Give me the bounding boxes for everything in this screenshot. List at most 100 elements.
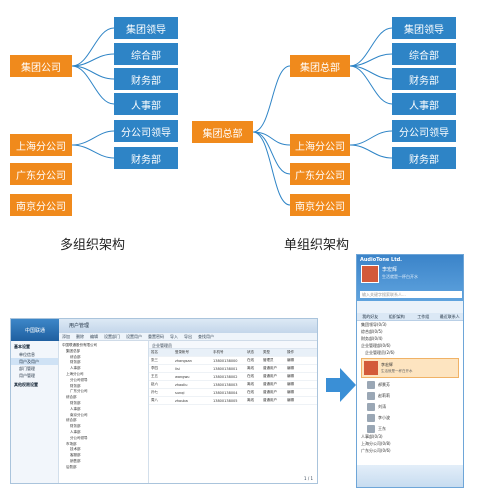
table-cell: 普通用户 <box>263 398 277 402</box>
tree-node[interactable]: 综合部 <box>66 395 77 400</box>
tree-node[interactable]: 广东分公司 <box>70 389 88 394</box>
im-selected-contact[interactable]: 李宏辉 生活就是一杯白开水 <box>361 358 459 378</box>
tree-node[interactable]: 客服部 <box>70 453 81 458</box>
im-client-window: AudioTone Ltd. 李宏辉 生活就是一杯白开水 输入关键字搜索联系人.… <box>356 254 464 488</box>
toolbar-set-user[interactable]: 设置用户 <box>126 333 142 339</box>
toolbar-add[interactable]: 添加 <box>62 333 70 339</box>
im-person[interactable]: 刘涛 <box>357 401 463 412</box>
tree-node[interactable]: 人事部 <box>70 366 81 371</box>
node-right-sh-child-1: 分公司领导 <box>392 120 456 142</box>
toolbar-reset-pwd[interactable]: 重置密码 <box>148 333 164 339</box>
node-left-child-1: 集团领导 <box>114 17 178 39</box>
im-person[interactable]: 郝景芳 <box>357 379 463 390</box>
table-cell[interactable]: 编辑 <box>287 366 294 370</box>
caption-right: 单组织架构 <box>284 238 350 253</box>
grid-header-cell[interactable]: 手机号 <box>213 350 224 354</box>
sidebar-item-dept[interactable]: 部门管理 <box>19 366 35 371</box>
tree-node[interactable]: 中国联通股份有限公司 <box>62 343 97 347</box>
im-signature[interactable]: 生活就是一杯白开水 <box>382 274 418 279</box>
tree-node[interactable]: 销售部 <box>70 458 81 463</box>
table-cell: 普通用户 <box>263 374 277 378</box>
tree-node[interactable]: 财务部 <box>70 383 81 388</box>
table-cell: 在线 <box>247 358 254 362</box>
grid-header-cell[interactable]: 登录帐号 <box>175 350 189 354</box>
im-group[interactable]: 企业管理员(2/6) <box>365 350 395 355</box>
tree-node[interactable]: 市场部 <box>66 441 77 446</box>
sidebar-item-user[interactable]: 用户管理 <box>19 373 35 378</box>
tab-workgroup[interactable]: 工作组 <box>417 314 430 319</box>
grid-header-cell[interactable]: 操作 <box>287 350 294 354</box>
im-search-input[interactable]: 输入关键字搜索联系人... <box>360 291 462 298</box>
table-cell: 周八 <box>151 398 158 402</box>
im-group[interactable]: 上海分公司(0/8) <box>361 441 391 446</box>
grid-header-cell[interactable]: 姓名 <box>151 350 158 354</box>
im-group[interactable]: 财务部(0/4) <box>361 336 383 341</box>
person-avatar <box>367 380 375 389</box>
grid-header-cell[interactable]: 状态 <box>247 350 254 354</box>
grid-pager[interactable]: 1 / 1 <box>304 476 313 481</box>
dept-tree: 中国联通股份有限公司集团总部综合部财务部人事部上海分公司分公司领导财务部广东分公… <box>59 341 149 483</box>
connector-lines <box>71 27 393 206</box>
im-group[interactable]: 广东分公司(0/6) <box>361 448 391 453</box>
contact-avatar <box>364 361 378 375</box>
table-cell[interactable]: 编辑 <box>287 382 294 386</box>
person-name: 刘涛 <box>378 403 386 409</box>
sidebar-item-users-dept[interactable]: 用户及用户 <box>11 358 58 365</box>
table-cell: 离线 <box>247 382 254 386</box>
tree-node[interactable]: 综合部 <box>66 418 77 423</box>
toolbar-set-dept[interactable]: 设置部门 <box>104 333 120 339</box>
tab-recent[interactable]: 最近联系人 <box>439 314 460 319</box>
tree-node[interactable]: 南京分公司 <box>70 412 88 417</box>
caption-left: 多组织架构 <box>60 238 126 253</box>
sidebar-item-unit[interactable]: 单位信息 <box>19 352 35 357</box>
node-right-child-4: 人事部 <box>392 93 456 115</box>
tree-node[interactable]: 后勤部 <box>66 464 77 469</box>
table-cell[interactable]: 编辑 <box>287 390 294 394</box>
im-group[interactable]: 集团领导(0/3) <box>361 322 387 327</box>
toolbar-delete[interactable]: 删除 <box>76 333 84 339</box>
tree-node[interactable]: 技术部 <box>70 447 81 452</box>
im-group[interactable]: 综合部(0/5) <box>361 329 383 334</box>
tree-node[interactable]: 人事部 <box>70 429 81 434</box>
tree-node[interactable]: 分公司领导 <box>70 435 88 440</box>
im-person[interactable]: 李小波 <box>357 412 463 423</box>
node-left-root: 集团公司 <box>10 55 72 77</box>
node-left-sh-child-1: 分公司领导 <box>114 120 178 142</box>
tree-node[interactable]: 集团总部 <box>66 348 80 353</box>
sidebar-section-basic: 基本设置 <box>14 344 30 349</box>
table-cell: 13800138003 <box>213 382 238 387</box>
table-cell[interactable]: 编辑 <box>287 374 294 378</box>
table-cell[interactable]: 编辑 <box>287 398 294 402</box>
node-left-branch-gd: 广东分公司 <box>10 163 72 185</box>
im-person[interactable]: 赵莉莉 <box>357 390 463 401</box>
table-cell: 离线 <box>247 398 254 402</box>
toolbar-edit[interactable]: 编辑 <box>90 333 98 339</box>
tree-node[interactable]: 财务部 <box>70 400 81 405</box>
toolbar-import[interactable]: 导入 <box>170 333 178 339</box>
node-left-child-2: 综合部 <box>114 43 178 65</box>
tree-node[interactable]: 分公司领导 <box>70 377 88 382</box>
toolbar-export[interactable]: 导出 <box>184 333 192 339</box>
tab-friends[interactable]: 我的好友 <box>362 314 379 319</box>
table-cell[interactable]: 编辑 <box>287 358 294 362</box>
user-avatar[interactable] <box>361 265 379 283</box>
toolbar-find[interactable]: 查找用户 <box>198 333 214 339</box>
grid-header-cell[interactable]: 类型 <box>263 350 270 354</box>
im-group[interactable]: 企业管理部(0/6) <box>361 343 391 348</box>
tree-node[interactable]: 人事部 <box>70 406 81 411</box>
tree-node[interactable]: 财务部 <box>70 424 81 429</box>
im-person[interactable]: 王东 <box>357 423 463 434</box>
im-group[interactable]: 人事部(0/3) <box>361 434 383 439</box>
tree-node[interactable]: 综合部 <box>70 354 81 359</box>
tree-node[interactable]: 财务部 <box>70 360 81 365</box>
tree-node[interactable]: 上海分公司 <box>66 371 84 376</box>
tab-org[interactable]: 组织架构 <box>388 314 405 319</box>
table-cell: 普通用户 <box>263 390 277 394</box>
